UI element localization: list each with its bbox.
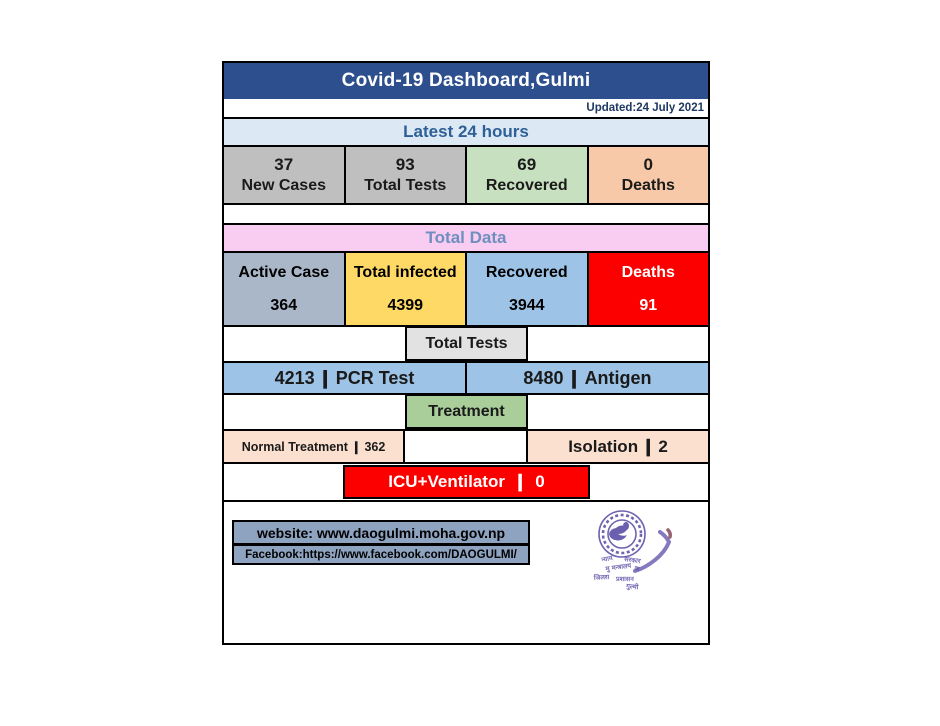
- updated-timestamp: Updated:24 July 2021: [586, 102, 704, 114]
- stat-active-case-value: 364: [270, 296, 298, 314]
- icu-row: ICU+Ventilator ❙ 0: [224, 464, 708, 502]
- stat-total-infected: Total infected 4399: [345, 253, 467, 325]
- stat-recovered-24h-value: 69: [517, 154, 537, 174]
- covid-dashboard-panel: Covid-19 Dashboard,Gulmi Updated:24 July…: [222, 61, 710, 645]
- svg-text:मु मन्त्रालय: मु मन्त्रालय: [604, 561, 632, 573]
- svg-text:गुल्मी: गुल्मी: [625, 582, 639, 591]
- dashboard-title-bar: Covid-19 Dashboard,Gulmi: [224, 63, 708, 99]
- antigen-test-cell: 8480 ❙ Antigen: [467, 363, 708, 393]
- stat-deaths-total: Deaths 91: [588, 253, 708, 325]
- separator-bar-icon: ❙: [350, 440, 362, 454]
- separator-bar-icon: ❙: [512, 472, 528, 491]
- stat-recovered-total-label: Recovered: [485, 264, 568, 281]
- total-tests-header: Total Tests: [405, 326, 528, 361]
- stat-total-infected-value: 4399: [387, 296, 424, 314]
- isolation-cell: Isolation ❙ 2: [528, 431, 708, 462]
- separator-bar-icon: ❙: [641, 436, 656, 456]
- district-administration-office-seal-icon: न्याय सरकार मु मन्त्रालय क जिल्ला प्रशास…: [576, 504, 680, 592]
- total-data-label: Total Data: [425, 228, 507, 247]
- stat-total-tests-24h-label: Total Tests: [364, 176, 447, 194]
- tests-breakdown-row: 4213 ❙ PCR Test 8480 ❙ Antigen: [224, 363, 708, 395]
- facebook-link-label: Facebook:https://www.facebook.com/DAOGUL…: [245, 548, 517, 561]
- stat-active-case: Active Case 364: [224, 253, 346, 325]
- total-data-stats: Active Case 364 Total infected 4399 Reco…: [224, 253, 708, 327]
- pcr-test-value: 4213: [274, 367, 315, 388]
- stat-recovered-total-value: 3944: [508, 296, 545, 314]
- facebook-link[interactable]: Facebook:https://www.facebook.com/DAOGUL…: [232, 544, 530, 565]
- pcr-test-cell: 4213 ❙ PCR Test: [224, 363, 467, 393]
- latest-24-hours-banner: Latest 24 hours: [224, 119, 708, 147]
- stat-recovered-24h: 69 Recovered: [467, 147, 589, 203]
- normal-treatment-label: Normal Treatment: [241, 439, 348, 454]
- treatment-header: Treatment: [405, 394, 528, 429]
- website-link-label: website: www.daogulmi.moha.gov.np: [256, 524, 506, 541]
- svg-text:न्याय: न्याय: [600, 554, 614, 564]
- separator-bar-icon: ❙: [317, 367, 333, 388]
- icu-ventilator-value: 0: [535, 472, 545, 491]
- treatment-breakdown-row: Normal Treatment ❙ 362 Isolation ❙ 2: [224, 431, 708, 464]
- stat-deaths-24h: 0 Deaths: [588, 147, 708, 203]
- total-tests-header-label: Total Tests: [425, 334, 508, 352]
- icu-ventilator-label: ICU+Ventilator: [388, 472, 505, 491]
- stat-new-cases-value: 37: [274, 154, 294, 174]
- normal-treatment-value: 362: [364, 439, 386, 454]
- stat-deaths-total-label: Deaths: [621, 264, 675, 281]
- stat-deaths-total-value: 91: [639, 296, 658, 314]
- updated-row: Updated:24 July 2021: [224, 99, 708, 119]
- total-tests-pill-row: Total Tests: [224, 326, 708, 363]
- latest-24-hours-label: Latest 24 hours: [403, 122, 529, 141]
- stat-active-case-label: Active Case: [238, 264, 330, 281]
- svg-text:जिल्ला: जिल्ला: [593, 573, 610, 582]
- treatment-pill-row: Treatment: [224, 394, 708, 431]
- footer-row: website: www.daogulmi.moha.gov.np Facebo…: [224, 502, 708, 594]
- icu-ventilator-cell: ICU+Ventilator ❙ 0: [343, 465, 590, 499]
- normal-treatment-cell: Normal Treatment ❙ 362: [224, 431, 405, 462]
- stat-total-infected-label: Total infected: [353, 264, 457, 281]
- svg-text:प्रशासन: प्रशासन: [615, 575, 634, 583]
- website-link[interactable]: website: www.daogulmi.moha.gov.np: [232, 520, 530, 545]
- antigen-test-label: Antigen: [584, 367, 652, 388]
- page-title: Covid-19 Dashboard,Gulmi: [341, 70, 591, 91]
- isolation-value: 2: [658, 436, 668, 456]
- stat-total-tests-24h: 93 Total Tests: [345, 147, 467, 203]
- latest-24-hours-stats: 37 New Cases 93 Total Tests 69 Recovered…: [224, 147, 708, 205]
- antigen-test-value: 8480: [523, 367, 564, 388]
- stat-total-tests-24h-value: 93: [395, 154, 415, 174]
- spacer-after-latest: [224, 205, 708, 225]
- treatment-spacer-cell: [405, 431, 528, 462]
- stat-recovered-total: Recovered 3944: [467, 253, 589, 325]
- pcr-test-label: PCR Test: [335, 367, 415, 388]
- separator-bar-icon: ❙: [566, 367, 582, 388]
- svg-text:सरकार: सरकार: [623, 555, 642, 565]
- treatment-header-label: Treatment: [428, 402, 505, 420]
- stat-new-cases: 37 New Cases: [224, 147, 346, 203]
- stat-deaths-24h-label: Deaths: [621, 176, 675, 194]
- stat-recovered-24h-label: Recovered: [485, 176, 568, 194]
- stat-deaths-24h-value: 0: [643, 154, 653, 174]
- stat-new-cases-label: New Cases: [241, 176, 327, 194]
- isolation-label: Isolation: [568, 436, 639, 456]
- total-data-banner: Total Data: [224, 225, 708, 253]
